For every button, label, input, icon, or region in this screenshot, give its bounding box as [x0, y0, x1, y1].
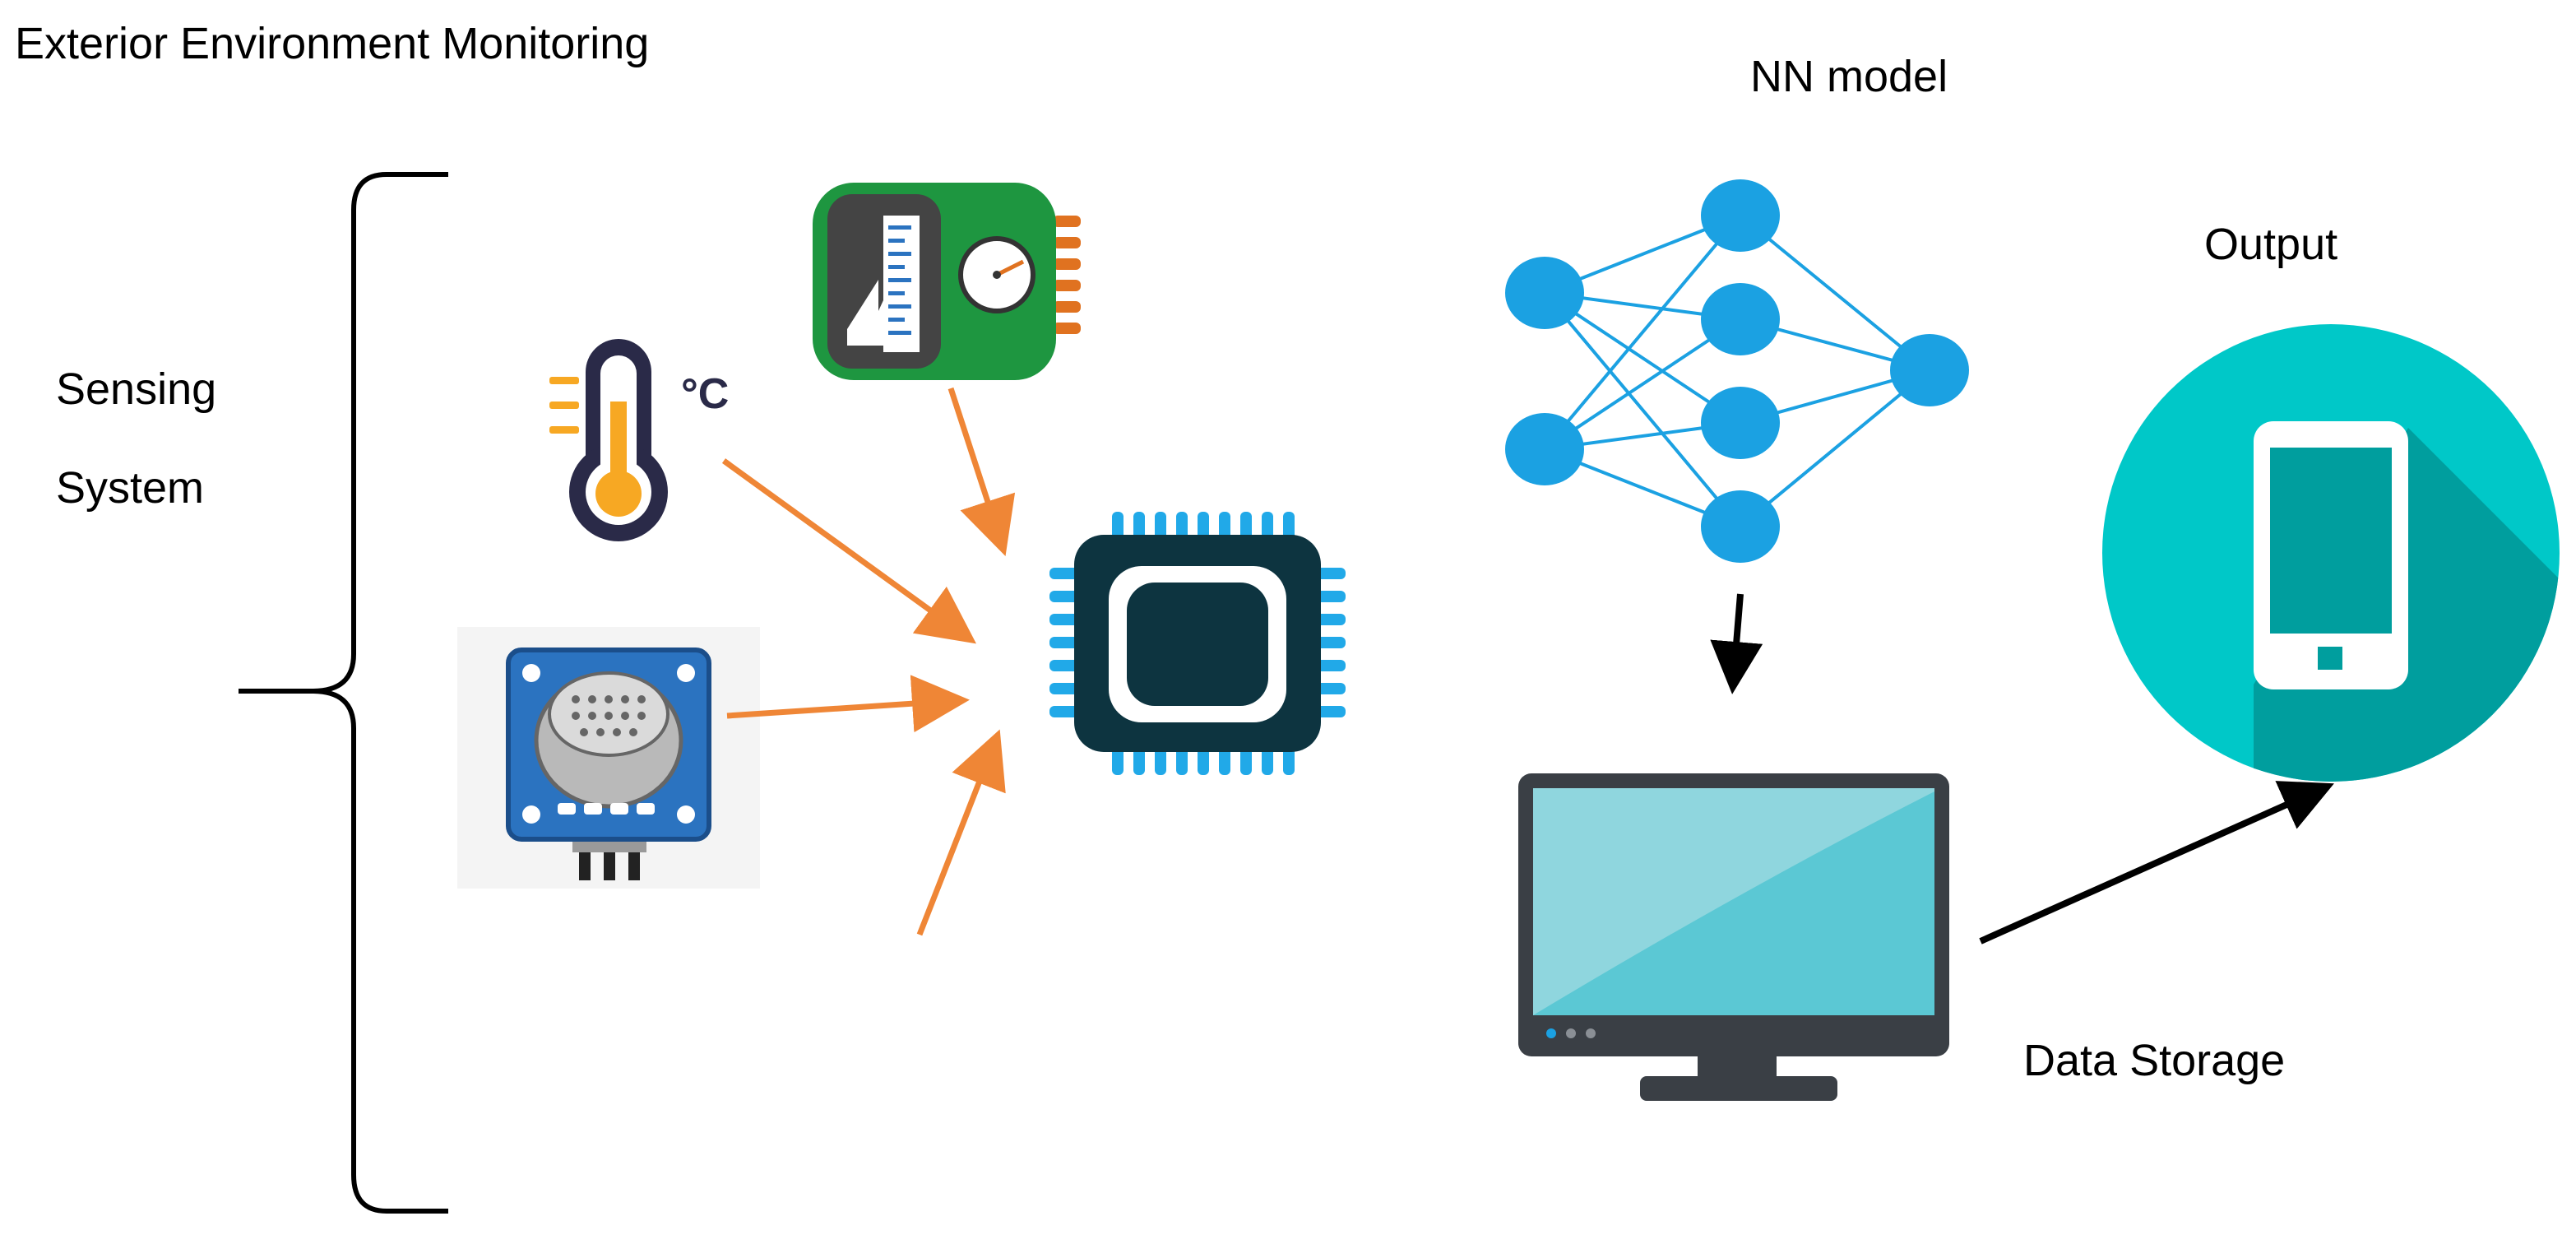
microcontroller-icon	[1049, 512, 1346, 775]
diagram-title: Exterior Environment Monitoring	[15, 19, 650, 68]
monitor-icon	[1518, 773, 1949, 1101]
pressure-sensor-icon	[813, 183, 1081, 380]
arrow-storage-to-output	[1979, 781, 2334, 945]
neural-network-icon	[1505, 179, 1969, 563]
smartphone-icon	[2102, 324, 2560, 782]
sensing-brace	[239, 172, 448, 1214]
sensing-label-line2: System	[56, 463, 205, 513]
output-label: Output	[2204, 220, 2338, 269]
data-storage-label: Data Storage	[2023, 1036, 2286, 1085]
arrow-nn-to-storage	[1710, 593, 1763, 694]
sensing-label-line1: Sensing	[56, 364, 217, 414]
arrow-other-to-mcu	[916, 729, 1006, 936]
arrow-temp-to-mcu	[721, 458, 977, 644]
gas-sensor-icon	[457, 627, 760, 889]
thermometer-icon: °C	[549, 339, 729, 541]
temp-unit-label: °C	[681, 370, 729, 418]
arrow-gas-to-mcu	[726, 675, 970, 733]
arrow-pressure-to-mcu	[947, 387, 1016, 556]
nn-model-label: NN model	[1750, 52, 1948, 101]
